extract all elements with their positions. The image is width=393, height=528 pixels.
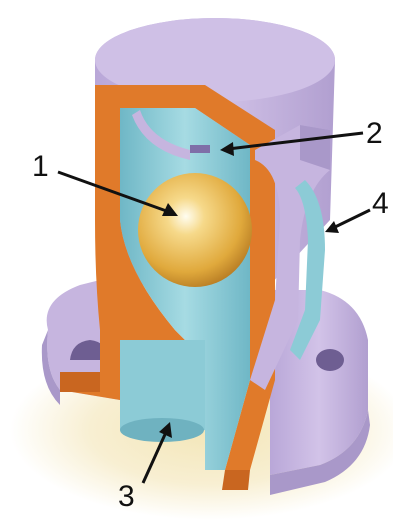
callout-label-4: 4 [372, 187, 389, 220]
ball [138, 173, 252, 287]
bolt-hole-right [316, 349, 344, 371]
callout-label-2: 2 [366, 117, 383, 150]
arrow-4 [333, 210, 370, 228]
callout-label-1: 1 [32, 150, 49, 183]
callout-label-3: 3 [118, 480, 135, 513]
